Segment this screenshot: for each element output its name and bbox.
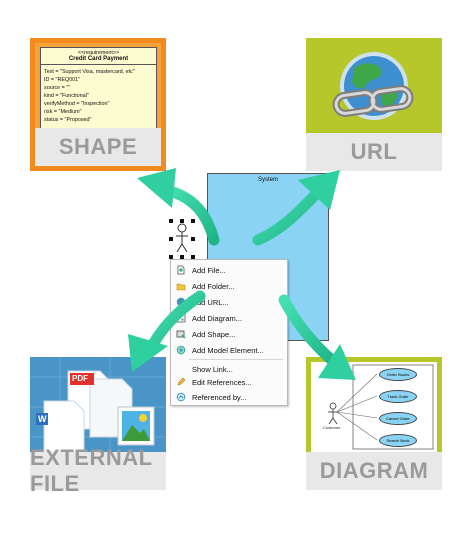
menu-item-label: Add File... xyxy=(192,265,226,275)
referenced-icon xyxy=(176,392,186,402)
requirement-attr: risk = "Medium" xyxy=(44,109,82,115)
menu-item-label: Add Model Element... xyxy=(192,345,264,355)
menu-item-referenced-by[interactable]: Referenced by... xyxy=(171,389,287,405)
file-icon xyxy=(177,265,185,275)
word-badge: W xyxy=(38,414,47,424)
shape-card-image: <<requirement>> Credit Card Payment Text… xyxy=(35,43,161,129)
requirement-attr: kind = "Functional" xyxy=(44,93,89,99)
model-element-icon xyxy=(176,345,186,355)
requirement-attr: Text = "Support Visa, mastercard, etc" xyxy=(44,69,135,75)
menu-item-add-url[interactable]: Add URL... xyxy=(171,294,287,310)
use-case-diagram: Order Books Track Order Cancel Order Sea… xyxy=(311,362,437,452)
system-title: System xyxy=(257,177,278,183)
requirement-attr: ID = "REQ001" xyxy=(44,77,81,83)
menu-item-label: Add Diagram... xyxy=(192,313,243,323)
requirement-name: Credit Card Payment xyxy=(41,56,156,65)
url-card-image xyxy=(306,38,442,133)
selected-actor[interactable] xyxy=(169,219,195,259)
url-card: URL xyxy=(306,38,442,171)
menu-item-edit-references[interactable]: Edit References... xyxy=(171,374,287,390)
menu-item-add-folder[interactable]: Add Folder... xyxy=(171,278,287,294)
diagram-icon xyxy=(176,313,186,323)
menu-item-add-file[interactable]: Add File... xyxy=(171,262,287,278)
menu-item-show-link[interactable]: Show Link... xyxy=(171,361,287,377)
files-illustration xyxy=(30,357,166,452)
requirement-shape: <<requirement>> Credit Card Payment Text… xyxy=(40,47,157,129)
url-card-label: URL xyxy=(306,133,442,171)
diagram-card: Order Books Track Order Cancel Order Sea… xyxy=(306,357,442,490)
use-case-cancel-order: Cancel Order xyxy=(379,412,417,425)
actor-label: Customer xyxy=(323,425,341,430)
menu-item-add-shape[interactable]: Add Shape... xyxy=(171,326,287,342)
requirement-stereotype: <<requirement>> xyxy=(77,50,120,56)
folder-icon xyxy=(176,283,186,291)
globe-chain-icon xyxy=(332,52,414,120)
globe-icon xyxy=(176,297,186,307)
menu-item-label: Add Folder... xyxy=(192,281,235,291)
context-menu: Add File... Add Folder... Add URL... Add… xyxy=(170,259,288,406)
requirement-attr: verifyMethod = "Inspection" xyxy=(44,101,110,107)
blank-icon xyxy=(176,364,186,374)
shape-card: <<requirement>> Credit Card Payment Text… xyxy=(30,38,166,171)
use-case-order-books: Order Books xyxy=(379,368,417,381)
menu-item-label: Add URL... xyxy=(192,297,229,307)
pdf-badge: PDF xyxy=(72,374,88,383)
use-case-lines xyxy=(328,364,434,450)
edit-icon xyxy=(177,377,186,386)
use-case-search-book: Search Book xyxy=(379,434,417,447)
menu-item-label: Referenced by... xyxy=(192,392,247,402)
requirement-attr: source = "" xyxy=(44,85,71,91)
menu-item-label: Edit References... xyxy=(192,377,252,387)
external-file-card: PDF W EXTERNAL FILE xyxy=(30,357,166,496)
use-case-track-order: Track Order xyxy=(379,390,417,403)
shape-icon xyxy=(176,330,186,339)
requirement-attr: status = "Proposed" xyxy=(44,117,92,123)
menu-item-label: Add Shape... xyxy=(192,329,236,339)
menu-item-add-model-element[interactable]: Add Model Element... xyxy=(171,342,287,358)
menu-separator xyxy=(189,359,283,360)
diagram-card-label: DIAGRAM xyxy=(306,452,442,490)
menu-item-add-diagram[interactable]: Add Diagram... xyxy=(171,310,287,326)
requirement-attributes: Text = "Support Visa, mastercard, etc" I… xyxy=(41,65,156,127)
menu-item-label: Show Link... xyxy=(192,364,233,374)
shape-card-label: SHAPE xyxy=(35,128,161,166)
external-file-card-label: EXTERNAL FILE xyxy=(30,445,166,496)
